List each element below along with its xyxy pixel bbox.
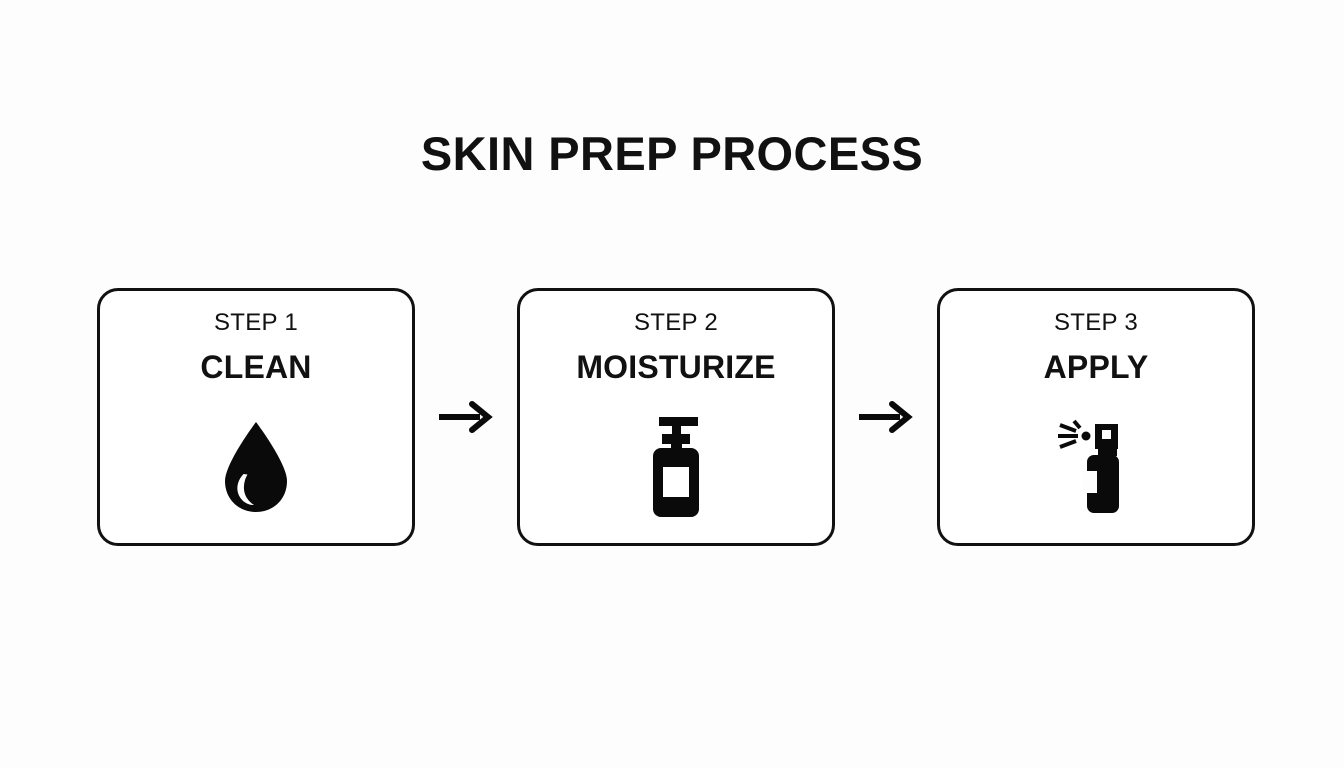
step-2-label: MOISTURIZE [576,349,776,386]
process-flow-row: STEP 1 CLEAN STEP 2 MOISTURIZE [97,288,1255,546]
step-3-label: APPLY [1043,349,1149,386]
lotion-pump-bottle-icon [520,415,832,519]
spray-can-icon [940,415,1252,519]
step-3-eyebrow: STEP 3 [1053,309,1139,336]
page-title: SKIN PREP PROCESS [420,127,924,180]
step-1-label: CLEAN [200,349,312,386]
step-card-3[interactable]: STEP 3 APPLY [937,288,1255,546]
step-card-2[interactable]: STEP 2 MOISTURIZE [517,288,835,546]
arrow-right-icon-1 [430,396,502,438]
step-2-eyebrow: STEP 2 [633,309,719,336]
water-droplet-icon [100,415,412,519]
step-1-eyebrow: STEP 1 [213,309,299,336]
step-card-1[interactable]: STEP 1 CLEAN [97,288,415,546]
arrow-right-icon-2 [850,396,922,438]
